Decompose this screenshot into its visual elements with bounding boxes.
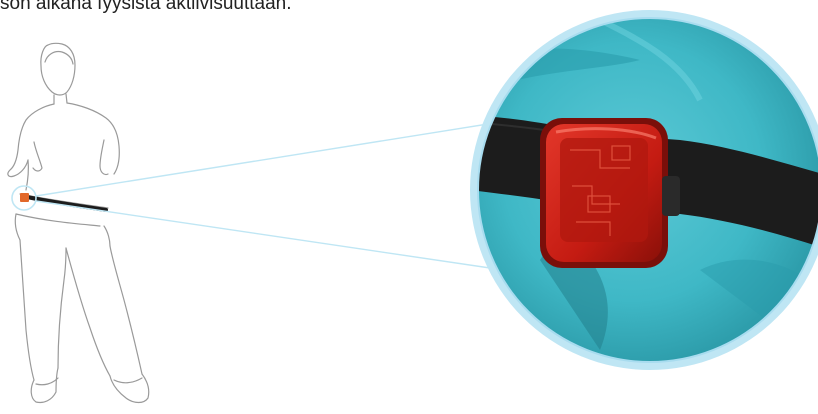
- connector-line-top: [36, 124, 488, 196]
- person-outline-icon: [8, 43, 149, 402]
- connector-line-bottom: [36, 201, 490, 268]
- activity-tracker-icon: [540, 118, 680, 268]
- zoom-detail: [470, 10, 818, 370]
- device-marker: [20, 193, 29, 202]
